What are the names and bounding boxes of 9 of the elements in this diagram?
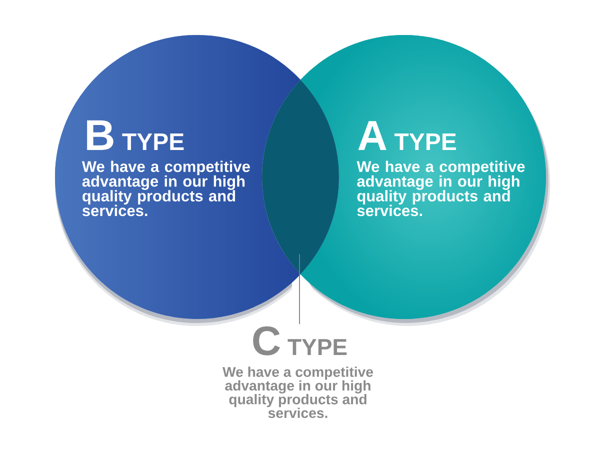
- body-text: We have a competitive advantage in our high quality products and services.: [356, 160, 525, 216]
- circle: [54, 35, 300, 326]
- lens: [262, 80, 339, 274]
- heading: C TYPE: [253, 326, 347, 356]
- heading: B TYPE: [87, 120, 184, 150]
- body-text: We have a competitive advantage in our high quality products and services.: [82, 160, 250, 216]
- leader-line: [299, 254, 300, 325]
- body-text: We have a competitive advantage in our high quality products and services.: [222, 366, 373, 418]
- heading: A TYPE: [358, 121, 456, 150]
